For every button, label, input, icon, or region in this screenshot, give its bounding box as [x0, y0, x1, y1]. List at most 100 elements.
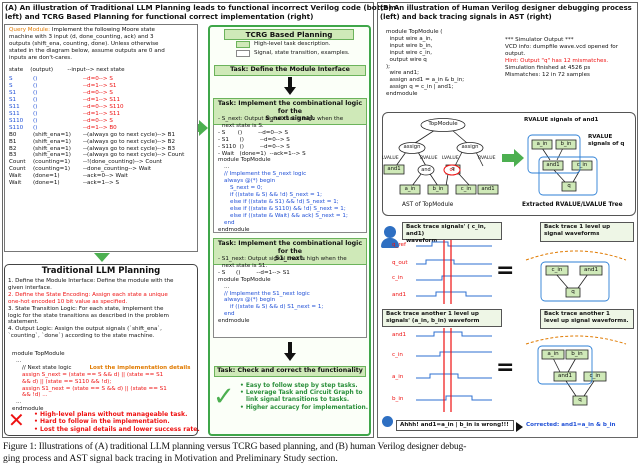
bt1-line: waveform: [406, 237, 438, 244]
t2-text: - S110 () --d=0--> S: [218, 143, 290, 150]
code-line: );: [386, 63, 391, 70]
state-output: (): [33, 76, 38, 83]
panel-a-title-1: (A) An illustration of Traditional LLM P…: [5, 3, 399, 12]
wave-label-cin: c_in: [392, 275, 403, 281]
traditional-steps: 1. Define the Module Interface: Define t…: [8, 278, 196, 340]
step-2b: one-hot encoded 10 bit value as specifie…: [8, 298, 128, 305]
wave2-label-ain: a_in: [392, 374, 404, 380]
bullet-1: • High-level plans without manageable ta…: [34, 411, 188, 418]
t3-code: always @(*) begin: [224, 297, 276, 304]
person-icon: [384, 226, 396, 238]
t2-code: if ((state & S) && !d) S_next = 1;: [230, 191, 322, 198]
wave2-label-and1: and1: [392, 332, 407, 338]
code-line: endmodule: [386, 91, 418, 98]
code-line: input wire a_in,: [386, 35, 433, 42]
t2-text: next state is S.: [222, 122, 264, 129]
state-transition: --ack=1--> S: [83, 180, 120, 187]
task-2-line1: Task: Implement the combinational logic …: [217, 100, 363, 115]
t2-text: - S1 () --d=0--> S: [218, 136, 290, 143]
person-icon-body: [381, 238, 399, 248]
panel-b: [377, 2, 638, 438]
state-output: (counting=1): [33, 159, 71, 166]
state-row: S110()--d=0--> S: [9, 118, 193, 125]
ast-lvalue-label: LVALUE: [442, 156, 459, 161]
traditional-title: Traditional LLM Planning: [41, 266, 161, 276]
tcrg-bullet-2b: link signal transitions to tasks.: [246, 397, 350, 404]
rv-cin-label: c_in: [576, 162, 588, 168]
wave-label-and1: and1: [392, 292, 407, 298]
rv-q-node: [561, 181, 577, 192]
task-2-line2: S_next signal.: [265, 115, 315, 122]
code-line: ...: [16, 357, 22, 364]
state-name: S1: [9, 90, 17, 97]
rv-and1-label: and1: [546, 162, 560, 168]
ast-or-label: or: [449, 166, 455, 173]
rv-ain-label: a_in: [536, 141, 548, 147]
ast-bin-node: [427, 184, 449, 195]
t3-text: next state is S1.: [222, 262, 268, 269]
t2-text: module TopModule: [218, 157, 271, 164]
state-row: B2(shift_ena=1)--(always go to next cycl…: [9, 146, 193, 153]
query-line4: stated in the diagram below, assume outp…: [9, 47, 165, 54]
state-transition: --!(done_counting)--> Count: [83, 159, 162, 166]
state-transition: --d=1--> S1: [83, 83, 117, 90]
right-arrow-icon: [516, 422, 523, 432]
query-line5: inputs are don't-cares.: [9, 54, 72, 61]
right-trace-2-title: Back trace another 1 level up signal wav…: [540, 309, 634, 329]
step-3: 3. State Transition Logic: For each stat…: [8, 305, 164, 312]
task-3-body: - S1_next: Output signal that is high wh…: [218, 256, 366, 325]
r1-line: Back trace 1 level up: [544, 224, 611, 230]
task-2-header: Task: Implement the combinational logic …: [213, 98, 367, 125]
state-name: S: [9, 76, 13, 83]
state-output: (): [33, 124, 38, 131]
state-row: Wait(done=1)--ack=0--> Wait: [9, 173, 193, 180]
query-label: Query Module:: [9, 27, 51, 33]
ast-cin-node: [455, 184, 477, 195]
state-row: S11()--d=0--> S110: [9, 104, 193, 111]
code-line: module TopModule: [12, 351, 65, 357]
sim-line: Simulation finished at 4526 ps: [505, 64, 591, 71]
r2-line: level up signal waveforms.: [544, 317, 629, 324]
state-output: (): [33, 104, 38, 111]
state-transition: --(always go to next cycle)--> B3: [83, 145, 176, 152]
state-output: (): [33, 83, 38, 90]
wave-label-qref: q_ref: [392, 242, 406, 248]
bullet-3: • Lost the signal details and lower succ…: [34, 425, 200, 433]
query-line3: outputs (shift_ena, counting, done). Unl…: [9, 40, 159, 47]
arrow-down-shaft: [288, 342, 292, 353]
arrow-down-icon: [284, 87, 296, 95]
traditional-bullets: • High-level plans without manageable ta…: [34, 411, 200, 433]
tcrg-bullet-1: • Easy to follow step by step tasks.: [240, 383, 358, 389]
ast-root-node: [420, 118, 466, 132]
code-line: assign and1 = a_in & b_in;: [386, 77, 465, 84]
t3-code: // Implement the S1_next logic: [224, 290, 310, 297]
sim-line: *** Simulator Output ***: [505, 37, 574, 43]
t2-code: else if ((state & Wait) && ack) S_next =…: [230, 212, 348, 219]
state-name: S11: [9, 104, 20, 111]
t2-text: ...: [224, 164, 230, 171]
t2-code: S_next = 0;: [230, 185, 263, 192]
state-output: (shift_ena=1): [33, 131, 71, 138]
ast-and1-label: and1: [387, 166, 401, 172]
ast-and-node: [417, 164, 435, 176]
r1-and1-label: and1: [583, 267, 599, 273]
ast-bin-label: b_in: [432, 186, 444, 192]
state-output: (counting=1): [33, 166, 71, 173]
right-trace-2-tree: [525, 335, 627, 406]
corrected-text: Corrected: and1=a_in & b_in: [526, 422, 616, 428]
right-trace-1-title: Back trace 1 level up signal waveforms: [540, 222, 634, 242]
r1-cin-label: c_in: [551, 267, 563, 273]
rv-bin-label: b_in: [560, 141, 572, 147]
state-output: (): [33, 90, 38, 97]
check-icon: ✓: [213, 382, 235, 412]
lost-details-note: Lost the implementation details: [89, 364, 191, 371]
ast-labels: TopModule assign assign LVALUE RVALUE LV…: [382, 112, 636, 216]
code-line: assign S1_next = (state == S && d) || (s…: [22, 385, 167, 392]
sim-line: Mismatches: 12 in 72 samples: [505, 71, 590, 78]
r2-bin-label: b_in: [571, 351, 583, 357]
state-output: (shift_ena=1): [33, 138, 71, 145]
waveform-1: [416, 240, 492, 304]
simulator-output: *** Simulator Output *** VCD info: dumpf…: [505, 37, 637, 78]
bt2-line: signals' (a_in, b_in) waveform: [386, 317, 480, 324]
wave-label-qout: q_out: [392, 260, 408, 266]
